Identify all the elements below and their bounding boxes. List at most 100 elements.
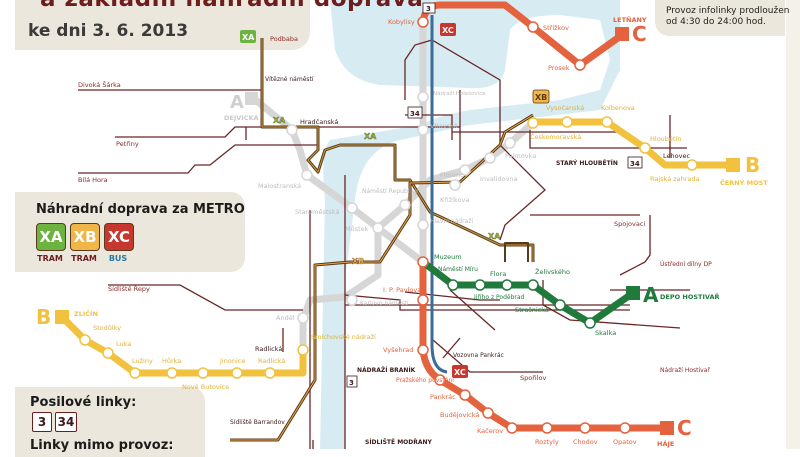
date-label: ke dni 3. 6. 2013 [28, 21, 189, 41]
metro-line-a [420, 259, 636, 327]
reinforcement-line-3: 3 [32, 412, 52, 432]
legend-badge-xb: XB [70, 223, 100, 251]
label-muzeum: Muzeum [434, 253, 462, 261]
label-haje: HÁJE [657, 439, 674, 448]
label-namesti-miru: Náměstí Míru [438, 266, 478, 273]
station-namesti-miru [447, 279, 459, 291]
legend-badge-xa: XA [36, 223, 66, 251]
label-palmovka: Palmovka [505, 152, 536, 160]
station-pankrac [459, 389, 471, 401]
tram-divoka-sarka: Divoká Šárka [78, 80, 121, 89]
station-prazskeho [434, 374, 446, 386]
label-kobylisy: Kobylisy [388, 18, 415, 26]
out-of-service-title: Linky mimo provoz: [30, 438, 174, 453]
reinforcement-title: Posilové linky: [30, 395, 137, 410]
station-stodulky [79, 334, 91, 346]
badge-xa-podbaba: XA [242, 33, 255, 42]
label-smichovske: Smíchovské nádraží [311, 333, 376, 341]
tram-radlicka: Radlická [255, 345, 282, 353]
label-rajska: Rajská zahrada [650, 175, 700, 183]
station-strizkov [527, 21, 539, 33]
station-budejovicka [482, 407, 494, 419]
label-vltavska: Vltavská [430, 122, 458, 130]
label-nove-butovice: Nové Butovice [182, 383, 229, 391]
xb-route [230, 113, 534, 442]
station-skalka [584, 317, 596, 329]
label-ip-pavlova: I. P. Pavlova [383, 286, 421, 294]
label-invalidovna: Invalidovna [480, 175, 518, 183]
label-luziny: Lužiny [132, 357, 153, 365]
station-ceskomoravska [527, 117, 539, 129]
label-stodulky: Stodůlky [93, 324, 121, 332]
station-hloubetin [639, 142, 651, 154]
label-mustek: Můstek [345, 225, 369, 233]
label-kacerov: Kačerov [477, 427, 503, 435]
line-b-letter-west: B [36, 305, 51, 329]
badge-line-34: 34 [410, 110, 420, 118]
station-jiriho [474, 279, 486, 291]
vltava-river [320, 0, 620, 449]
label-krizikova: Křižíkova [440, 196, 469, 204]
station-prosek [574, 59, 586, 71]
label-hlavni-nadrazi: Hlavní nádraží [430, 218, 473, 225]
badge-xc-pankrac: XC [454, 368, 466, 377]
label-radlicka: Radlická [258, 357, 285, 365]
station-zelivskeho [527, 279, 539, 291]
tram-lehovec: Lehovec [663, 152, 690, 160]
legend-type-xc: BUS [108, 254, 128, 263]
label-hradcanska: Hradčanská [300, 118, 338, 126]
badge-xb-smichov: XB [352, 257, 364, 266]
label-vysehrad: Vyšehrad [383, 346, 413, 354]
station-flora [501, 279, 513, 291]
label-prosek: Prosek [548, 64, 570, 72]
date-panel [15, 14, 185, 50]
station-markers [79, 16, 698, 434]
station-kacerov [506, 422, 518, 434]
station-opatov [619, 422, 631, 434]
line-c-letter-south: C [677, 416, 692, 440]
station-nove-butovice [197, 367, 209, 379]
label-letnany: LETŇANY [613, 15, 647, 24]
tram-vozovna-pankrac: Vozovna Pankrác [453, 352, 504, 359]
line-a-letter-dejvicka: A [230, 92, 244, 113]
map-badges: XA XB XC XC XA XA XA XB 3 34 34 3 [240, 2, 643, 388]
line-c-letter: C [632, 22, 647, 46]
tram-sidliste-modrany: SÍDLIŠTĚ MODŘANY [365, 438, 433, 446]
label-malostranska: Malostranská [258, 182, 301, 190]
label-flora: Flora [490, 270, 506, 278]
station-kobylisy [417, 16, 429, 28]
tram-sidliste-repy: Sídliště Řepy [108, 284, 150, 293]
reinforcement-line-34: 34 [55, 412, 77, 432]
station-luziny [129, 367, 141, 379]
label-hurka: Hůrka [162, 357, 181, 365]
station-kolbenova [601, 116, 613, 128]
legend-type-xa: TRAM [37, 254, 63, 263]
label-depo-hostivar: DEPO HOSTIVAŘ [660, 292, 720, 301]
label-pankrac: Pankrác [430, 393, 456, 401]
terminus-dejvicka [245, 92, 258, 105]
page-title: a základní náhradní doprava [40, 0, 423, 12]
station-vysocanska [561, 116, 573, 128]
tram-nadrazi-branik: NÁDRAŽÍ BRANÍK [357, 366, 416, 374]
tram-vitezne: Vítězné náměstí [265, 76, 314, 83]
tram-petriny: Petřiny [116, 140, 139, 148]
badge-line-3-branik: 3 [349, 379, 354, 387]
label-florenc: Florenc [440, 171, 464, 179]
station-strasnicka [554, 299, 566, 311]
station-smichovske [297, 344, 309, 356]
station-radlicka [264, 367, 276, 379]
label-zlicin: ZLIČÍN [74, 309, 98, 318]
terminus-letnany [615, 27, 629, 41]
label-prazskeho: Pražského povstání [396, 377, 454, 384]
label-skalka: Skalka [595, 329, 616, 337]
label-dejvicka: DEJVICKÁ [224, 113, 259, 122]
label-vysocanska: Vysočanská [546, 104, 584, 112]
label-jinonice: Jinonice [219, 357, 245, 365]
station-muzeum [417, 256, 429, 268]
label-zelivskeho: Želivského [535, 267, 570, 276]
station-rajska [686, 159, 698, 171]
badge-line-34-hloubetin: 34 [630, 160, 640, 168]
label-strasnicka: Strašnická [515, 306, 549, 314]
badge-xc-kobylisy: XC [442, 26, 454, 35]
